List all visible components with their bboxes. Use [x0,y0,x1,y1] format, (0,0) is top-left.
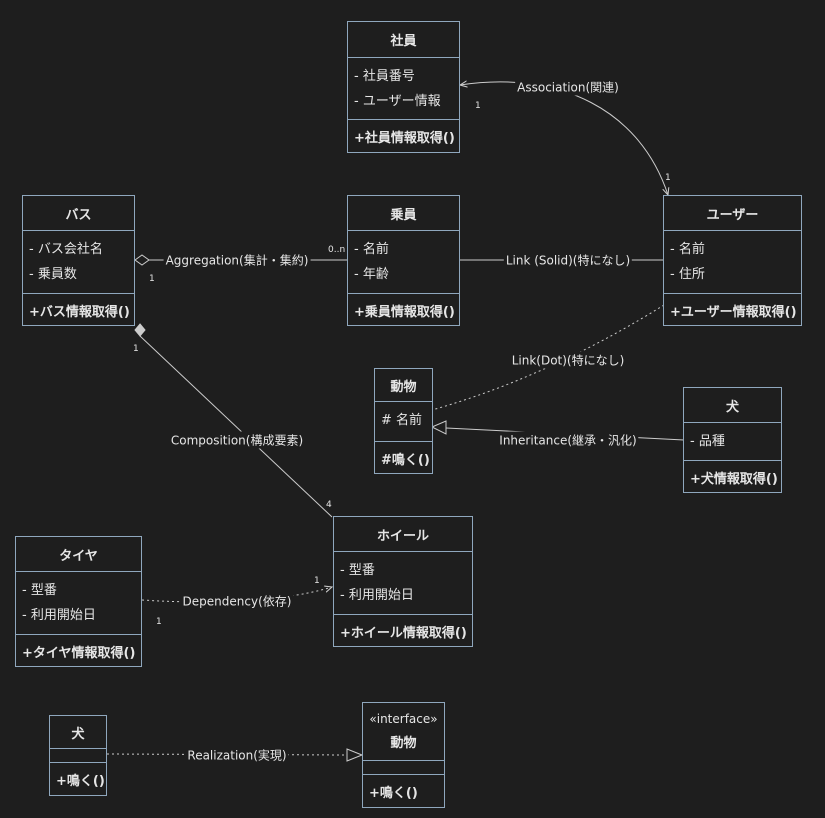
inheritance-triangle [430,420,447,435]
association-multiplicity-b: 1 [665,173,671,183]
composition-multiplicity-a: 1 [133,344,139,354]
inheritance-label: Inheritance(継承・汎化) [497,431,639,449]
class-jouin[interactable]: 乗員 - 名前 - 年齢 +乗員情報取得() [347,195,460,326]
class-name: 社員 [348,22,459,58]
class-name: ユーザー [664,196,801,231]
method: +乗員情報取得() [354,304,455,320]
methods: +乗員情報取得() [348,294,459,326]
method: #鳴く() [381,452,430,468]
association-label: Association(関連) [515,78,621,96]
methods: +犬情報取得() [684,461,781,493]
association-multiplicity-a: 1 [475,101,481,111]
method: +社員情報取得() [354,131,455,146]
methods: +ホイール情報取得() [334,615,472,647]
methods: +鳴く() [363,775,444,808]
method: +バス情報取得() [29,304,130,320]
method: +鳴く() [369,786,418,801]
methods: +タイヤ情報取得() [16,635,141,667]
attribute: - 利用開始日 [22,608,96,623]
link-solid-label: Link (Solid)(特になし) [503,251,633,269]
class-name: 動物 [390,736,417,751]
attributes: - 名前 - 住所 [664,231,801,294]
class-name: 犬 [50,716,106,749]
dependency-multiplicity-a: 1 [156,617,162,627]
attributes: # 名前 [375,402,432,442]
attribute: - 年齢 [354,267,389,282]
attribute: - 名前 [354,242,389,257]
interface-header: «interface» 動物 [363,703,444,761]
interface-doubutsu[interactable]: «interface» 動物 +鳴く() [362,702,445,808]
composition-label: Composition(構成要素) [168,431,306,449]
method: +鳴く() [56,774,105,789]
attributes: - 社員番号 - ユーザー情報 [348,58,459,120]
composition-diamond [134,323,146,337]
aggregation-diamond [134,254,150,266]
attributes: - 名前 - 年齢 [348,231,459,294]
class-name: バス [23,196,134,231]
attribute: # 名前 [381,413,423,428]
attribute: - 乗員数 [29,267,77,282]
realization-triangle [346,748,364,762]
class-name: 動物 [375,369,432,402]
composition-line [139,335,333,518]
class-inu[interactable]: 犬 - 品種 +犬情報取得() [683,387,782,493]
methods: #鳴く() [375,442,432,474]
attribute: - 名前 [670,242,705,257]
class-doubutsu[interactable]: 動物 # 名前 #鳴く() [374,368,433,474]
aggregation-label: Aggregation(集計・集約) [163,251,311,269]
attribute: - ユーザー情報 [354,94,441,109]
class-bus[interactable]: バス - バス会社名 - 乗員数 +バス情報取得() [22,195,135,326]
methods: +バス情報取得() [23,294,134,326]
class-inu-impl[interactable]: 犬 +鳴く() [49,715,107,796]
methods: +ユーザー情報取得() [664,294,801,326]
attribute: - 社員番号 [354,69,415,84]
aggregation-multiplicity-a: 1 [149,274,155,284]
attribute: - 利用開始日 [340,588,414,603]
class-name: タイヤ [16,537,141,572]
class-name: 犬 [684,388,781,423]
class-name: 乗員 [348,196,459,231]
method: +ユーザー情報取得() [670,304,797,320]
class-taiya[interactable]: タイヤ - 型番 - 利用開始日 +タイヤ情報取得() [15,536,142,667]
method: +犬情報取得() [690,471,778,487]
class-name: ホイール [334,517,472,552]
attributes [363,761,444,775]
attributes: - 型番 - 利用開始日 [16,572,141,635]
aggregation-multiplicity-b: 0..n [328,245,346,255]
attribute: - 住所 [670,267,705,282]
attribute: - バス会社名 [29,242,103,257]
methods: +社員情報取得() [348,120,459,153]
realization-label: Realization(実現) [185,746,289,764]
attributes: - 品種 [684,423,781,461]
attribute: - 型番 [22,583,57,598]
link-dot-label: Link(Dot)(特になし) [509,351,627,369]
composition-multiplicity-b: 4 [326,500,332,510]
class-shain[interactable]: 社員 - 社員番号 - ユーザー情報 +社員情報取得() [347,21,460,153]
dependency-multiplicity-b: 1 [314,576,320,586]
methods: +鳴く() [50,763,106,796]
class-wheel[interactable]: ホイール - 型番 - 利用開始日 +ホイール情報取得() [333,516,473,647]
stereotype: «interface» [369,712,438,726]
attributes: - バス会社名 - 乗員数 [23,231,134,294]
attribute: - 品種 [690,434,725,449]
method: +ホイール情報取得() [340,625,467,641]
class-user[interactable]: ユーザー - 名前 - 住所 +ユーザー情報取得() [663,195,802,326]
method: +タイヤ情報取得() [22,645,136,661]
attributes: - 型番 - 利用開始日 [334,552,472,615]
attribute: - 型番 [340,563,375,578]
dependency-label: Dependency(依存) [180,592,294,610]
association-line [460,82,668,195]
attributes [50,749,106,763]
